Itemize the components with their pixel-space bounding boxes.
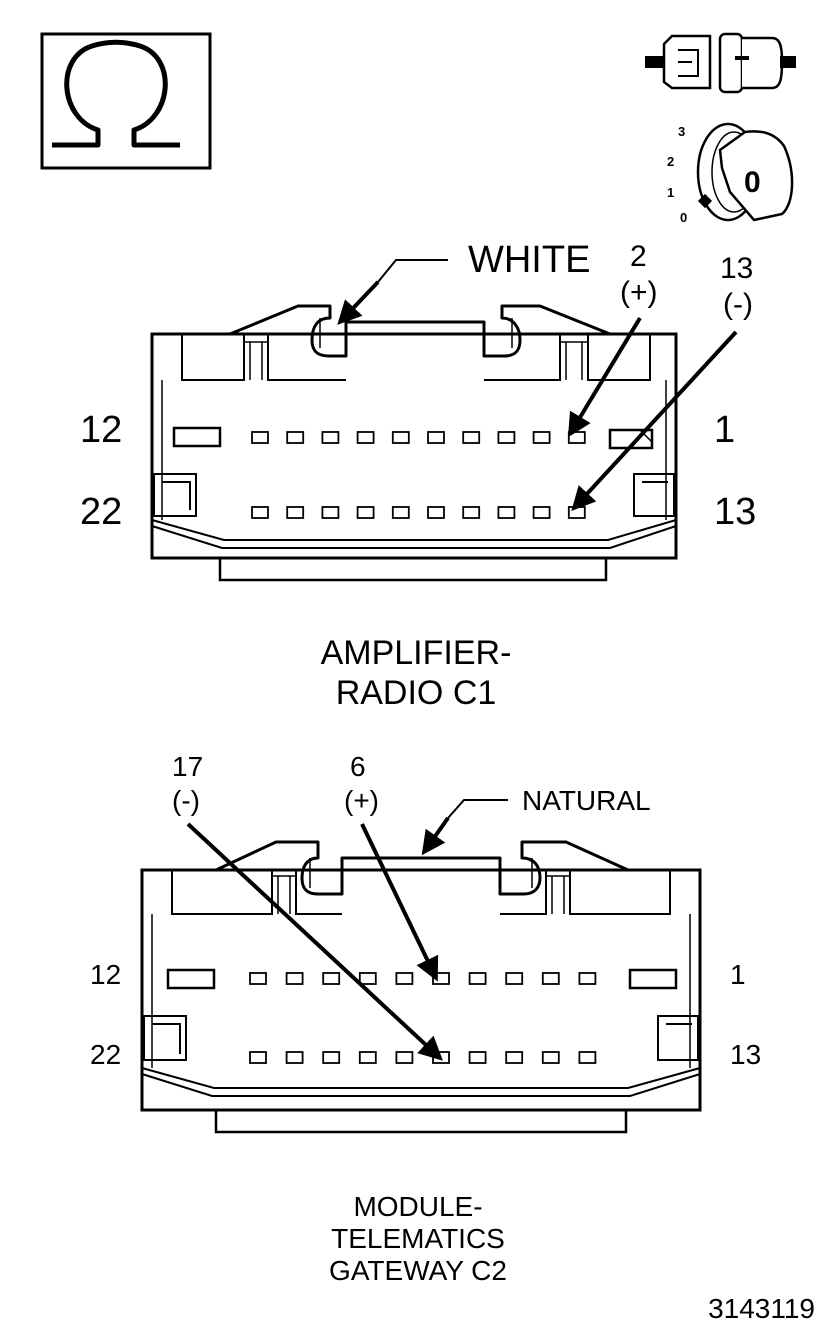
c1-row-label-bottom-right: 13	[714, 491, 756, 533]
c2-color-leader	[447, 799, 508, 819]
c1-color-leader	[377, 259, 448, 283]
c2-probe-positive-pin: 6	[350, 751, 366, 782]
c1-color-callout: WHITE	[468, 239, 590, 281]
c1-row-label-top-left: 12	[80, 409, 122, 451]
c2-pin-cavity	[249, 972, 267, 985]
connector-c2	[140, 840, 702, 1134]
connector-disconnected-icon	[645, 32, 796, 94]
c2-pin-cavity	[322, 972, 341, 985]
c2-color-arrow	[421, 816, 450, 856]
c1-pin-cavity	[427, 506, 445, 519]
c1-color-arrow	[337, 280, 380, 325]
ignition-position-0: 0	[680, 210, 687, 225]
c2-name-line1: MODULE-	[353, 1191, 482, 1222]
c1-pin-cavity	[356, 431, 375, 444]
c1-probe-positive-pin: 2	[630, 240, 647, 273]
c1-pin-cavity	[391, 431, 410, 444]
c2-pin-cavity	[285, 1051, 304, 1064]
ignition-position-3: 3	[678, 124, 685, 139]
c1-pin-cavity	[321, 506, 340, 519]
c2-pin-cavity	[395, 972, 414, 985]
c1-pin-cavity	[462, 506, 481, 519]
ignition-key-label: 0	[744, 166, 761, 199]
c1-pin-cavity	[427, 431, 445, 444]
connector-c1	[150, 304, 678, 582]
c1-pin-cavity	[251, 506, 269, 519]
c1-pin-cavity	[532, 506, 551, 519]
c2-pin-cavity	[541, 972, 560, 985]
figure-number: 3143119	[708, 1293, 815, 1324]
c2-pin-cavity	[285, 972, 304, 985]
c1-pin-cavity	[391, 506, 410, 519]
c1-pin-cavity	[497, 506, 516, 519]
c2-pin-cavity	[395, 1051, 414, 1064]
c1-pin-cavity	[286, 431, 305, 444]
c2-pin-cavity	[358, 1051, 377, 1064]
c2-row-label-bottom-left: 22	[90, 1039, 121, 1070]
ignition-position-2: 2	[667, 154, 674, 169]
c2-row-label-bottom-right: 13	[730, 1039, 761, 1070]
c2-pin-cavity	[505, 972, 524, 985]
c2-pin-cavity	[468, 1051, 487, 1064]
c2-pin-cavity	[322, 1051, 341, 1064]
c1-pin-cavity	[497, 431, 516, 444]
c2-probe-positive-polarity: (+)	[344, 785, 379, 816]
c1-probe-negative-polarity: (-)	[723, 288, 753, 321]
c1-pin-cavity	[356, 506, 375, 519]
c2-pin-cavity	[578, 1051, 597, 1064]
c1-name-line1: AMPLIFIER-	[321, 634, 512, 672]
c1-name-line2: RADIO C1	[336, 674, 497, 712]
c1-probe-positive-polarity: (+)	[620, 276, 658, 309]
c2-probe-negative-polarity: (-)	[172, 785, 200, 816]
connector-c1-pins	[251, 431, 586, 519]
c2-pin-cavity	[541, 1051, 560, 1064]
c2-pin-cavity	[578, 972, 597, 985]
c1-probe-negative-arrow	[571, 330, 738, 511]
c2-pin-cavity	[468, 972, 487, 985]
ignition-position-1: 1	[667, 185, 674, 200]
c1-pin-cavity	[251, 431, 269, 444]
c2-pin-cavity	[249, 1051, 267, 1064]
c2-pin-cavity	[505, 1051, 524, 1064]
c2-color-callout: NATURAL	[522, 785, 651, 816]
c2-probe-negative-arrow	[186, 822, 443, 1061]
ohm-icon	[40, 32, 212, 170]
c2-row-label-top-left: 12	[90, 959, 121, 990]
c1-probe-positive-arrow	[567, 316, 642, 438]
ignition-icon: 3 2 1 0 0	[667, 122, 794, 225]
c1-pin-cavity	[321, 431, 340, 444]
c2-name-line3: GATEWAY C2	[329, 1255, 507, 1286]
c1-pin-cavity	[567, 506, 586, 519]
c2-row-label-top-right: 1	[730, 959, 746, 990]
c2-probe-positive-arrow	[360, 823, 439, 982]
connector-c2-pins	[249, 972, 597, 1064]
c2-name-line2: TELEMATICS	[331, 1223, 505, 1254]
c1-pin-cavity	[286, 506, 305, 519]
c1-probe-negative-pin: 13	[720, 252, 753, 285]
c2-pin-cavity	[358, 972, 377, 985]
c2-probe-negative-pin: 17	[172, 751, 203, 782]
c1-row-label-bottom-left: 22	[80, 491, 122, 533]
c1-row-label-top-right: 1	[714, 409, 735, 451]
c1-pin-cavity	[462, 431, 481, 444]
c1-pin-cavity	[532, 431, 551, 444]
